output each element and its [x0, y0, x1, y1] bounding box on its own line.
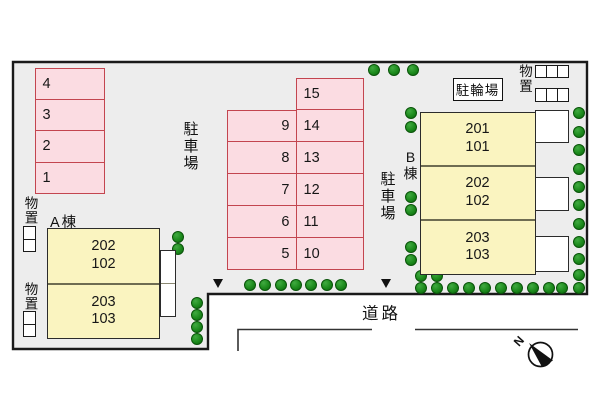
parking-space: 8	[227, 141, 296, 173]
unit-number-lower: 103	[91, 311, 116, 328]
parking-space: 1	[35, 161, 104, 193]
building-a: 202 102 203 103	[47, 228, 160, 339]
shed-cell	[545, 65, 557, 77]
storage-shed	[535, 64, 569, 78]
shed-cell	[24, 312, 35, 324]
unit-number-upper: 203	[91, 293, 116, 310]
unit-number-lower: 102	[91, 255, 116, 272]
parking-block-west: 4 3 2 1	[34, 67, 105, 194]
road-curb-left	[237, 328, 372, 351]
entrance-porch	[159, 249, 176, 317]
storage-label: 物置	[22, 282, 38, 311]
shed-cell	[24, 227, 35, 239]
parking-block-center-right: 15 14 13 12 11 10	[295, 77, 364, 270]
building-a-label: A棟	[50, 214, 79, 231]
bicycle-parking-label: 駐輪場	[452, 77, 503, 101]
building-a-unit: 203 103	[48, 282, 159, 339]
parking-space: 2	[35, 130, 104, 161]
parking-space: 12	[296, 173, 363, 205]
shed-cell	[23, 238, 35, 252]
parking-block-center-left: 9 8 7 6 5	[226, 109, 297, 270]
parking-lot-label: 駐車場	[378, 171, 396, 222]
building-b-unit: 203 103	[420, 219, 535, 273]
parking-space: 3	[35, 98, 104, 130]
unit-number-upper: 201	[465, 120, 490, 137]
road-label: 道路	[362, 305, 401, 323]
parking-space: 13	[296, 141, 363, 173]
shed-cell	[556, 65, 568, 77]
storage-label: 物置	[517, 64, 532, 94]
shed-cell	[536, 66, 546, 78]
parking-space: 5	[227, 237, 296, 269]
unit-number-upper: 203	[465, 229, 490, 246]
shed-cell	[536, 89, 546, 101]
compass-north-label: N	[511, 333, 527, 349]
building-a-unit: 202 102	[48, 229, 159, 283]
parking-space: 14	[296, 109, 363, 141]
porch-lower	[160, 282, 175, 316]
entrance-marker-icon	[381, 279, 391, 288]
parking-space: 4	[42, 75, 51, 92]
entrance-porch	[535, 235, 569, 272]
unit-number-lower: 101	[465, 138, 490, 155]
storage-shed	[22, 226, 36, 252]
storage-shed	[22, 311, 36, 337]
unit-number-lower: 103	[465, 247, 490, 264]
shed-cell	[556, 88, 568, 101]
building-b-unit: 202 102	[420, 164, 535, 219]
parking-space: 10	[296, 237, 363, 269]
shed-cell	[545, 88, 557, 101]
storage-label: 物置	[22, 196, 38, 225]
parking-space: 15	[303, 85, 320, 102]
parking-space: 6	[227, 205, 296, 237]
unit-number-upper: 202	[465, 175, 490, 192]
building-b-label: B棟	[402, 148, 419, 181]
shed-cell	[23, 323, 35, 337]
building-b-unit: 201 101	[421, 113, 535, 165]
entrance-porch	[535, 110, 569, 143]
entrance-marker-icon	[212, 279, 223, 288]
entrance-porch	[535, 177, 569, 211]
building-b: 201 101 202 102 203 103	[419, 111, 536, 275]
parking-lot-label: 駐車場	[181, 120, 199, 172]
compass-icon: N	[511, 333, 554, 368]
unit-number-lower: 102	[465, 192, 490, 209]
porch-upper	[161, 251, 175, 283]
unit-number-upper: 202	[91, 238, 116, 255]
parking-space: 11	[296, 205, 363, 237]
storage-shed	[535, 87, 569, 102]
parking-space: 7	[227, 173, 296, 205]
parking-space: 9	[281, 117, 290, 134]
